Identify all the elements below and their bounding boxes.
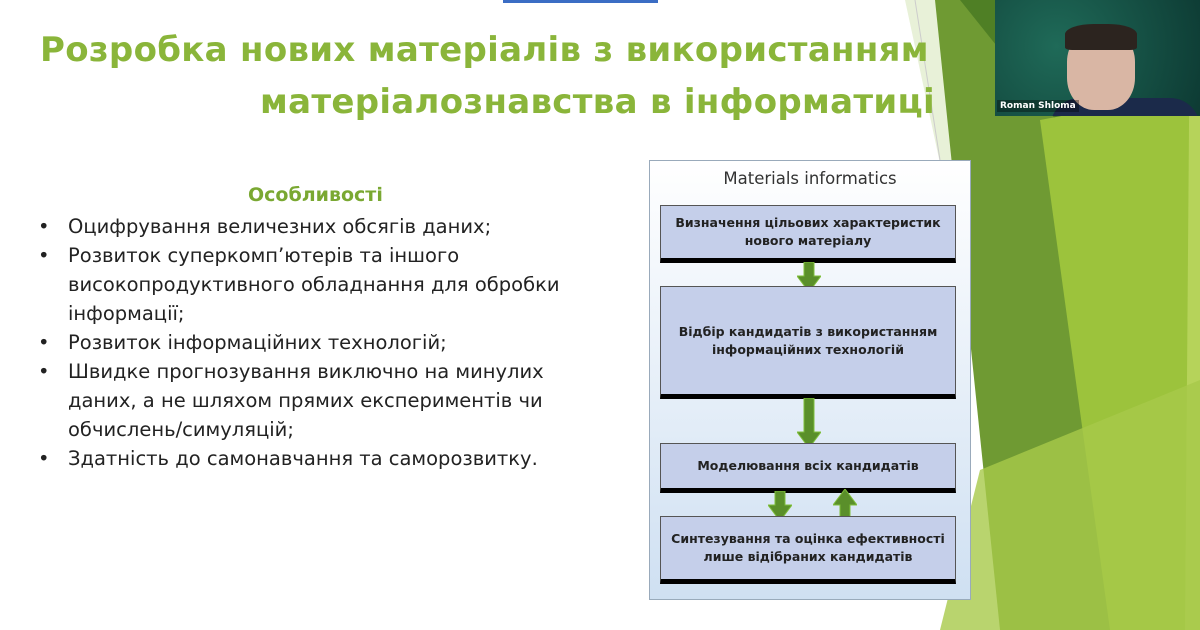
materials-informatics-diagram: Materials informatics Визначення цільови… xyxy=(649,160,971,600)
diagram-title: Materials informatics xyxy=(723,169,897,188)
slide-subtitle: Особливості xyxy=(248,184,383,206)
diagram-step: Моделювання всіх кандидатів xyxy=(660,443,956,493)
participant-hair xyxy=(1065,24,1137,50)
list-item: Розвиток інформаційних технологій; xyxy=(38,328,598,357)
list-item: Розвиток суперкомп’ютерів та іншого висо… xyxy=(38,241,598,328)
participant-name: Roman Shloma xyxy=(997,100,1079,112)
diagram-step: Визначення цільових характеристик нового… xyxy=(660,205,956,263)
slide-title-line-2: матеріалознавства в інформатиці xyxy=(260,82,935,122)
participant-video-tile[interactable]: Roman Shloma xyxy=(995,0,1200,116)
feature-list: Оцифрування величезних обсягів даних; Ро… xyxy=(38,212,598,473)
slide-title-line-1: Розробка нових матеріалів з використання… xyxy=(40,30,929,70)
screen-share-indicator xyxy=(503,0,658,3)
list-item: Оцифрування величезних обсягів даних; xyxy=(38,212,598,241)
list-item: Швидке прогнозування виключно на минулих… xyxy=(38,357,598,444)
diagram-step: Синтезування та оцінка ефективності лише… xyxy=(660,516,956,584)
arrow-down-icon xyxy=(797,262,821,292)
arrow-up-icon xyxy=(833,489,857,519)
diagram-step: Відбір кандидатів з використанням інформ… xyxy=(660,286,956,399)
arrow-down-icon xyxy=(768,491,792,521)
list-item: Здатність до самонавчання та саморозвитк… xyxy=(38,444,598,473)
arrow-down-icon xyxy=(797,398,821,448)
